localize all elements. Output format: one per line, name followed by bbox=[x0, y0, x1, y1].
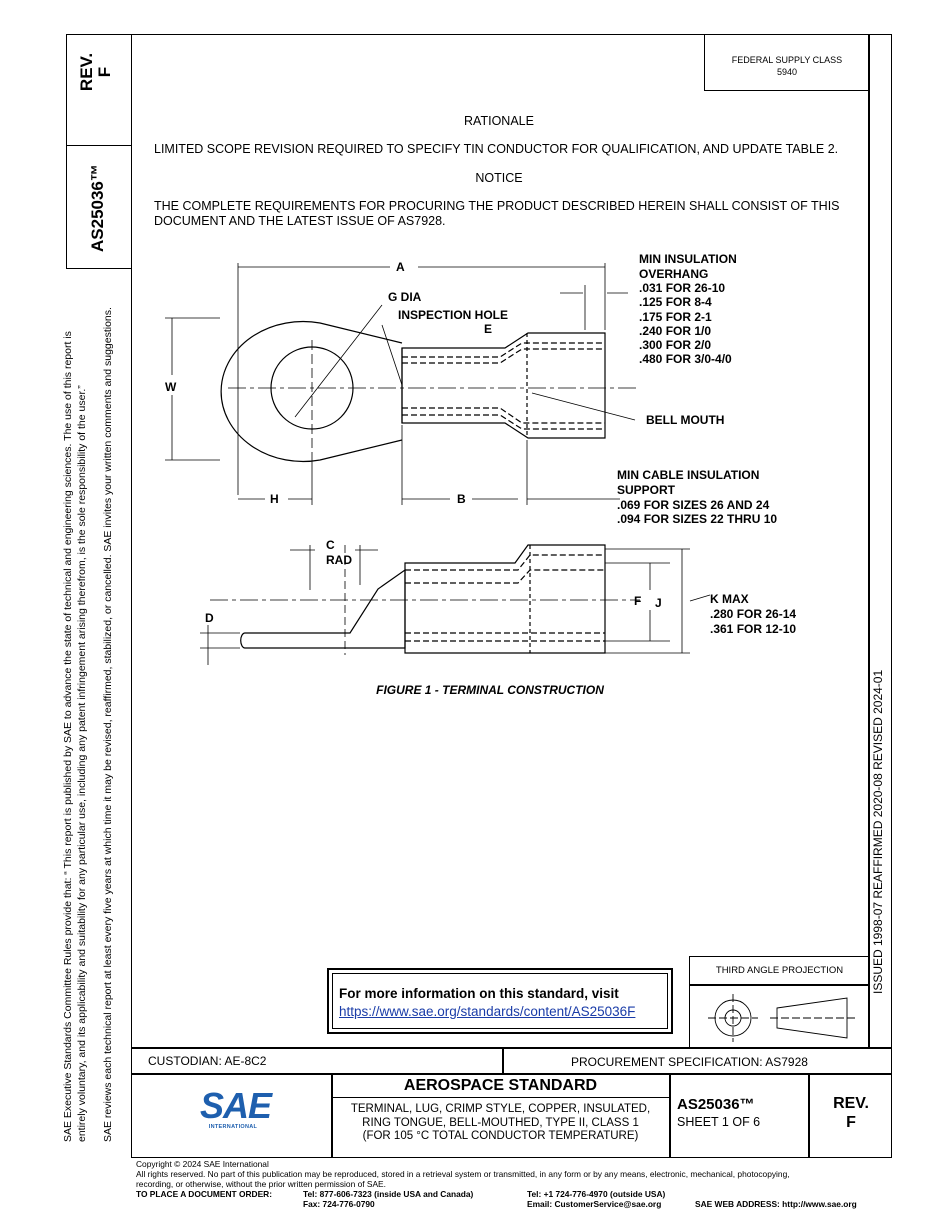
sheet-number: SHEET 1 OF 6 bbox=[677, 1115, 761, 1129]
footer: Copyright © 2024 SAE International All r… bbox=[136, 1159, 896, 1189]
barrel-outline bbox=[401, 332, 606, 439]
label-bell-mouth: BELL MOUTH bbox=[646, 413, 724, 427]
rules-text-line2: entirely voluntary, and its applicabilit… bbox=[76, 385, 88, 1142]
order-web[interactable]: SAE WEB ADDRESS: http://www.sae.org bbox=[695, 1199, 857, 1209]
svg-text:.069 FOR SIZES 26 AND 24: .069 FOR SIZES 26 AND 24 bbox=[617, 498, 770, 512]
order-label: TO PLACE A DOCUMENT ORDER: bbox=[136, 1189, 273, 1199]
rationale-heading: RATIONALE bbox=[464, 114, 534, 128]
dates-column-divider bbox=[868, 34, 870, 1048]
label-g-dia: G DIA bbox=[388, 290, 422, 304]
description-line: RING TONGUE, BELL-MOUTHED, TYPE II, CLAS… bbox=[362, 1116, 639, 1129]
footer-rights1: All rights reserved. No part of this pub… bbox=[136, 1169, 790, 1179]
projection-divider bbox=[689, 984, 870, 986]
title-doc-number: AS25036™ bbox=[677, 1096, 755, 1113]
supply-class-label: FEDERAL SUPPLY CLASS bbox=[731, 55, 843, 65]
svg-text:MIN INSULATION: MIN INSULATION bbox=[639, 252, 737, 266]
title-rev: REV. F bbox=[810, 1094, 892, 1132]
rules-text-line1: SAE Executive Standards Committee Rules … bbox=[62, 331, 74, 1142]
notice-text: THE COMPLETE REQUIREMENTS FOR PROCURING … bbox=[154, 199, 840, 228]
title-rev-letter: F bbox=[846, 1114, 856, 1131]
left-doc-number: AS25036™ bbox=[88, 164, 107, 252]
svg-text:.094 FOR SIZES 22 THRU 10: .094 FOR SIZES 22 THRU 10 bbox=[617, 512, 777, 526]
svg-text:.361 FOR 12-10: .361 FOR 12-10 bbox=[710, 622, 796, 636]
revision-dates: ISSUED 1998-07 REAFFIRMED 2020-08 REVISE… bbox=[871, 669, 885, 994]
sae-logo-sub: INTERNATIONAL bbox=[208, 1124, 258, 1130]
supply-class-value: 5940 bbox=[776, 67, 798, 77]
label-rad: RAD bbox=[326, 553, 352, 567]
svg-text:K MAX: K MAX bbox=[710, 592, 749, 606]
label-a: A bbox=[396, 260, 405, 274]
description-line: (FOR 105 °C TOTAL CONDUCTOR TEMPERATURE) bbox=[362, 1130, 639, 1142]
supply-class-box bbox=[704, 34, 870, 91]
standard-title: AEROSPACE STANDARD bbox=[403, 1077, 598, 1094]
standard-description: TERMINAL, LUG, CRIMP STYLE, COPPER, INSU… bbox=[332, 1103, 669, 1144]
k-max-note: K MAX .280 FOR 26-14 .361 FOR 12-10 bbox=[710, 592, 796, 636]
order-tel-us: Tel: 877-606-7323 (inside USA and Canada… bbox=[303, 1189, 474, 1199]
notice-heading: NOTICE bbox=[475, 171, 523, 185]
review-text: SAE reviews each technical report at lea… bbox=[102, 307, 114, 1142]
side-tongue bbox=[240, 568, 406, 649]
svg-text:.240 FOR 1/0: .240 FOR 1/0 bbox=[639, 324, 711, 338]
label-j: J bbox=[655, 596, 662, 610]
svg-text:.175 FOR 2-1: .175 FOR 2-1 bbox=[639, 310, 712, 324]
svg-text:OVERHANG: OVERHANG bbox=[639, 267, 708, 281]
svg-text:.031 FOR 26-10: .031 FOR 26-10 bbox=[639, 281, 725, 295]
figure-caption: FIGURE 1 - TERMINAL CONSTRUCTION bbox=[376, 683, 604, 697]
svg-text:.280 FOR 26-14: .280 FOR 26-14 bbox=[710, 607, 796, 621]
svg-text:.300 FOR 2/0: .300 FOR 2/0 bbox=[639, 338, 711, 352]
label-f: F bbox=[634, 594, 641, 608]
label-b: B bbox=[457, 492, 466, 506]
footer-rights2: recording, or otherwise, without the pri… bbox=[136, 1179, 386, 1189]
label-c: C bbox=[326, 538, 335, 552]
svg-text:MIN CABLE INSULATION: MIN CABLE INSULATION bbox=[617, 468, 759, 482]
projection-box bbox=[689, 956, 870, 1049]
projection-label: THIRD ANGLE PROJECTION bbox=[715, 965, 844, 976]
title-block-top-line bbox=[131, 1047, 892, 1049]
svg-text:.480 FOR 3/0-4/0: .480 FOR 3/0-4/0 bbox=[639, 352, 732, 366]
ring-tongue-outline bbox=[220, 320, 403, 463]
description-line: TERMINAL, LUG, CRIMP STYLE, COPPER, INSU… bbox=[350, 1103, 651, 1115]
left-rev-label: REV. bbox=[77, 52, 96, 92]
order-fax: Fax: 724-776-0790 bbox=[303, 1199, 375, 1209]
label-inspection-hole: INSPECTION HOLE bbox=[398, 308, 508, 322]
left-rev-letter: F bbox=[95, 66, 114, 78]
order-email[interactable]: Email: CustomerService@sae.org bbox=[527, 1199, 662, 1209]
rationale-text: LIMITED SCOPE REVISION REQUIRED TO SPECI… bbox=[154, 142, 839, 156]
standard-link[interactable]: https://www.sae.org/standards/content/AS… bbox=[339, 1004, 636, 1019]
label-e: E bbox=[484, 322, 492, 336]
order-tel-intl: Tel: +1 724-776-4970 (outside USA) bbox=[527, 1189, 666, 1199]
main-frame bbox=[131, 34, 892, 1158]
info-box-text: For more information on this standard, v… bbox=[339, 986, 619, 1001]
sae-logo-mark: SAE bbox=[200, 1085, 272, 1126]
projection-symbol-icon bbox=[708, 994, 855, 1042]
label-h: H bbox=[270, 492, 279, 506]
svg-text:.125 FOR 8-4: .125 FOR 8-4 bbox=[639, 295, 712, 309]
sae-logo: SAE INTERNATIONAL bbox=[200, 1085, 272, 1131]
procurement-spec: PROCUREMENT SPECIFICATION: AS7928 bbox=[571, 1055, 808, 1069]
label-w: W bbox=[165, 380, 177, 394]
footer-copyright: Copyright © 2024 SAE International bbox=[136, 1159, 269, 1169]
info-box: For more information on this standard, v… bbox=[327, 968, 673, 1034]
min-cable-note: MIN CABLE INSULATION SUPPORT .069 FOR SI… bbox=[617, 468, 777, 526]
supply-class: FEDERAL SUPPLY CLASS 5940 bbox=[706, 54, 868, 78]
svg-text:SUPPORT: SUPPORT bbox=[617, 483, 676, 497]
title-rev-label: REV. bbox=[833, 1095, 869, 1112]
min-insulation-note: MIN INSULATION OVERHANG .031 FOR 26-10 .… bbox=[639, 252, 737, 366]
side-barrel bbox=[404, 544, 606, 654]
custodian: CUSTODIAN: AE-8C2 bbox=[148, 1054, 267, 1068]
label-d: D bbox=[205, 611, 214, 625]
terminal-figure: A W H B G DIA INSPECTION HOLE E BELL MOU… bbox=[165, 252, 796, 665]
left-rev-text: REV. F bbox=[77, 32, 114, 112]
